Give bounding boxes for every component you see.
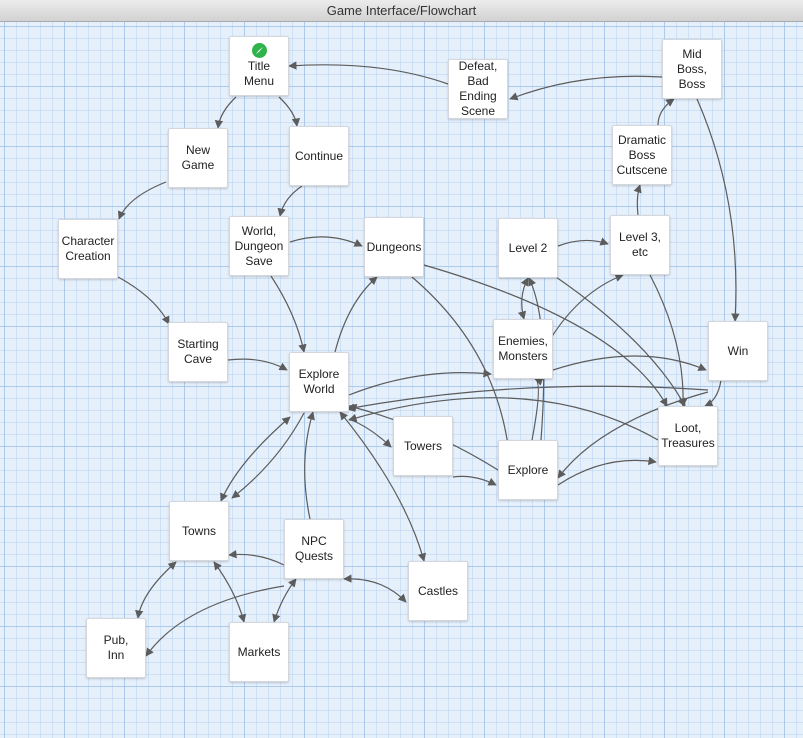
- node-world-dungeon-save[interactable]: World, Dungeon Save: [229, 216, 289, 276]
- edge-towns-to-pub[interactable]: [135, 561, 177, 619]
- node-level-3[interactable]: Level 3, etc: [610, 215, 670, 275]
- edge-dungeons-to-loot[interactable]: [423, 264, 668, 407]
- edge-npc-quests-to-pub[interactable]: [145, 585, 285, 657]
- edge-explore-world-to-towers[interactable]: [348, 418, 392, 448]
- edge-markets-to-npc-quests[interactable]: [272, 578, 297, 623]
- edge-title-menu-to-new-game[interactable]: [214, 96, 237, 129]
- edge-new-game-to-character-creation[interactable]: [117, 181, 167, 220]
- edge-mid-boss-to-win[interactable]: [696, 98, 740, 322]
- edge-world-save-to-explore-world[interactable]: [270, 275, 307, 353]
- edge-explore-world-to-npc[interactable]: [231, 412, 305, 499]
- node-character-creation[interactable]: Character Creation: [58, 219, 118, 279]
- edge-character-creation-to-starting-cave[interactable]: [117, 276, 170, 325]
- edge-title-menu-to-continue[interactable]: [278, 96, 301, 127]
- node-towers[interactable]: Towers: [393, 416, 453, 476]
- node-level-2[interactable]: Level 2: [498, 218, 558, 278]
- node-label: Dramatic Boss Cutscene: [616, 132, 668, 177]
- edge-starting-cave-to-explore-world[interactable]: [227, 358, 288, 371]
- connector-layer: [117, 61, 740, 657]
- edge-towers-to-explore[interactable]: [452, 475, 497, 486]
- node-towns[interactable]: Towns: [169, 501, 229, 561]
- edge-explore-world-to-towns[interactable]: [220, 416, 291, 502]
- node-label: New Game: [181, 143, 215, 172]
- edge-explore-world-to-castles[interactable]: [339, 411, 427, 562]
- node-label: Character Creation: [61, 234, 115, 263]
- edge-explore-world-to-dungeons[interactable]: [334, 276, 378, 353]
- edge-defeat-to-title-menu[interactable]: [288, 61, 449, 85]
- node-castles[interactable]: Castles: [408, 561, 468, 621]
- node-label: Mid Boss, Boss: [676, 46, 707, 91]
- node-label: NPC Quests: [294, 534, 333, 563]
- node-defeat-ending[interactable]: Defeat, Bad Ending Scene: [448, 59, 508, 119]
- node-explore-world[interactable]: Explore World: [289, 352, 349, 412]
- edge-explore-world-to-enemies[interactable]: [348, 369, 492, 396]
- edge-npc-quests-to-castles[interactable]: [343, 574, 407, 603]
- node-label: Continue: [294, 148, 344, 163]
- node-label: Title Menu: [243, 59, 275, 88]
- node-label: Markets: [237, 644, 281, 659]
- node-continue[interactable]: Continue: [289, 126, 349, 186]
- node-label: Explore World: [298, 367, 340, 396]
- node-label: Level 2: [508, 240, 548, 255]
- edge-npc-quests-to-explore-world[interactable]: [304, 411, 315, 520]
- edge-enemies-to-level-3[interactable]: [550, 273, 624, 339]
- node-label: Win: [727, 343, 749, 358]
- edge-enemies-to-level-2[interactable]: [517, 277, 529, 320]
- node-label: Enemies, Monsters: [497, 334, 549, 363]
- node-starting-cave[interactable]: Starting Cave: [168, 322, 228, 382]
- node-label: Loot, Treasures: [661, 421, 715, 450]
- node-explore[interactable]: Explore: [498, 440, 558, 500]
- edge-level-3-to-dramatic-boss[interactable]: [633, 184, 642, 216]
- node-new-game[interactable]: New Game: [168, 128, 228, 188]
- node-dungeons[interactable]: Dungeons: [364, 217, 424, 277]
- node-mid-boss[interactable]: Mid Boss, Boss: [662, 39, 722, 99]
- node-label: Dungeons: [366, 239, 422, 254]
- edge-npc-quests-to-towns[interactable]: [228, 550, 285, 566]
- node-title-menu[interactable]: Title Menu: [229, 36, 289, 96]
- node-pub-inn[interactable]: Pub, Inn: [86, 618, 146, 678]
- edge-loot-to-explore-world[interactable]: [348, 397, 659, 441]
- edge-enemies-to-win[interactable]: [552, 355, 707, 371]
- flowchart-canvas[interactable]: Title Menu New Game Continue Character C…: [0, 22, 803, 738]
- node-loot-treasures[interactable]: Loot, Treasures: [658, 406, 718, 466]
- node-enemies-monsters[interactable]: Enemies, Monsters: [493, 319, 553, 379]
- node-label: Castles: [417, 583, 458, 598]
- edge-continue-to-world-save[interactable]: [277, 185, 303, 217]
- node-label: Starting Cave: [177, 337, 219, 366]
- node-label: Explore: [507, 462, 549, 477]
- rocket-icon: [251, 43, 267, 58]
- node-label: Defeat, Bad Ending Scene: [458, 59, 498, 118]
- node-label: Level 3, etc: [618, 230, 662, 259]
- node-label: Towns: [181, 523, 216, 538]
- edge-win-to-loot[interactable]: [704, 379, 722, 407]
- edge-world-save-to-dungeons[interactable]: [289, 236, 363, 247]
- edge-level-2-to-loot[interactable]: [555, 276, 686, 407]
- node-label: Pub, Inn: [103, 633, 129, 662]
- node-npc-quests[interactable]: NPC Quests: [284, 519, 344, 579]
- edge-dungeons-to-explore[interactable]: [411, 276, 514, 463]
- edge-win-to-explore-world[interactable]: [346, 385, 709, 412]
- edge-level-2-to-level-3[interactable]: [557, 237, 609, 247]
- edge-mid-boss-to-defeat[interactable]: [509, 75, 663, 101]
- edge-towns-to-markets[interactable]: [213, 561, 247, 623]
- edge-explore-to-loot[interactable]: [557, 456, 657, 486]
- window-title: Game Interface/Flowchart: [0, 0, 803, 22]
- node-label: World, Dungeon Save: [234, 223, 284, 268]
- edge-explore-to-enemies[interactable]: [531, 377, 544, 441]
- edge-dramatic-boss-to-mid-boss[interactable]: [657, 98, 675, 126]
- node-dramatic-boss-cutscene[interactable]: Dramatic Boss Cutscene: [612, 125, 672, 185]
- edge-level-3-to-loot[interactable]: [649, 274, 688, 407]
- node-label: Towers: [403, 438, 442, 453]
- node-markets[interactable]: Markets: [229, 622, 289, 682]
- node-win[interactable]: Win: [708, 321, 768, 381]
